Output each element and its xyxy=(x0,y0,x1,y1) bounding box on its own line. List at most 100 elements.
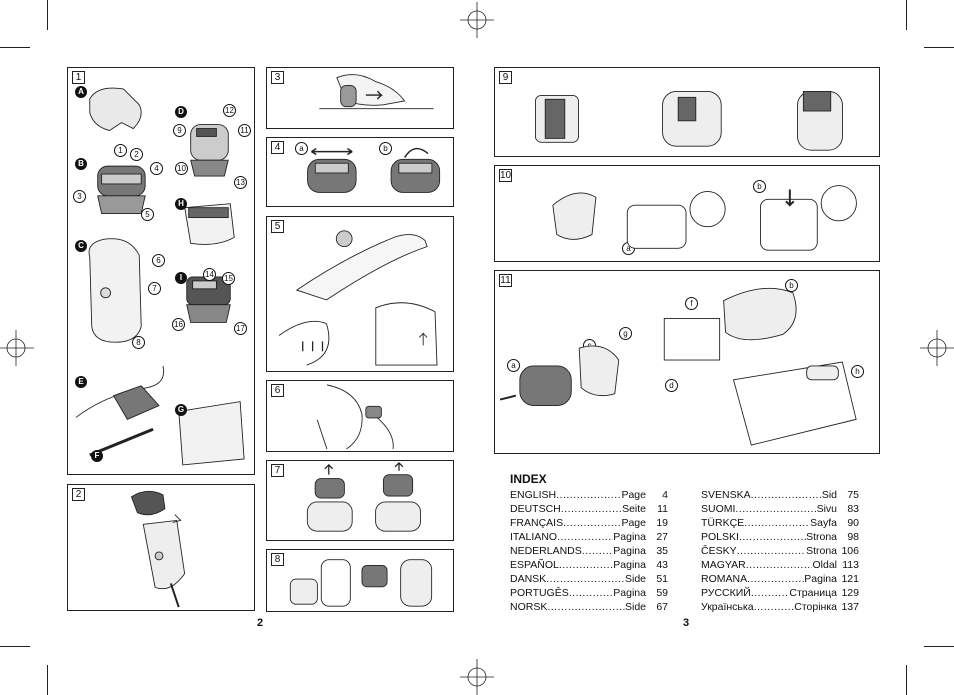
index-entry: ITALIANOPagina27 xyxy=(510,530,668,544)
index-page-word: Pagina xyxy=(613,559,646,571)
index-left-column: ENGLISHPage4DEUTSCHSeite11FRANÇAISPage19… xyxy=(510,488,668,614)
figure-10-panel: 10 a b xyxy=(494,165,880,262)
index-leader xyxy=(747,572,804,586)
index-language: ROMANA xyxy=(701,573,748,585)
page-number-right: 3 xyxy=(683,617,690,629)
callout-13: 13 xyxy=(234,176,247,189)
leg-epilation-illustration xyxy=(278,230,438,366)
index-entry: FRANÇAISPage19 xyxy=(510,516,668,530)
index-language: NORSK xyxy=(510,601,548,613)
figure-number: 5 xyxy=(271,220,284,233)
index-entry: УкраїнськаСторінка137 xyxy=(701,600,859,614)
index-leader xyxy=(739,530,806,544)
attach-head-illustration xyxy=(130,490,186,608)
index-language: MAGYAR xyxy=(701,559,746,571)
index-page-word: Seite xyxy=(622,503,646,515)
index-entry: PORTUGÊSPagina59 xyxy=(510,586,668,600)
index-page-word: Сторінка xyxy=(794,601,837,613)
label-c: C xyxy=(75,240,87,252)
label-b: B xyxy=(75,158,87,170)
hand-pressing-illustration xyxy=(319,74,434,110)
index-leader xyxy=(751,586,790,600)
index-language: SUOMI xyxy=(701,503,736,515)
index-page-word: Oldal xyxy=(812,559,837,571)
sub-label-b: b xyxy=(379,142,392,155)
callout-6: 6 xyxy=(152,254,165,267)
sub-label-b: b xyxy=(785,279,798,292)
index-page-number: 83 xyxy=(847,503,859,515)
page-number-left: 2 xyxy=(257,617,264,629)
index-page-word: Pagina xyxy=(613,531,646,543)
sub-label-g: g xyxy=(619,327,632,340)
figure-4-panel: 4 a b xyxy=(266,137,454,207)
callout-1: 1 xyxy=(114,144,127,157)
figure-8-panel: 8 xyxy=(266,549,454,612)
index-page-word: Strona xyxy=(806,545,837,557)
index-language: NEDERLANDS xyxy=(510,545,582,557)
callout-12: 12 xyxy=(223,104,236,117)
index-page-number: 11 xyxy=(657,503,668,515)
sub-label-a: a xyxy=(507,359,520,372)
index-entry: DEUTSCHSeite11 xyxy=(510,502,668,516)
index-page-number: 27 xyxy=(656,531,668,543)
index-page-number: 121 xyxy=(841,573,859,585)
index-entry: ČESKYStrona106 xyxy=(701,544,859,558)
index-page-number: 90 xyxy=(847,517,859,529)
index-leader xyxy=(546,572,625,586)
index-page-number: 19 xyxy=(656,517,668,529)
index-entry: SUOMISivu83 xyxy=(701,502,859,516)
figure-7-panel: 7 xyxy=(266,460,454,541)
index-entry: TÜRKÇESayfa90 xyxy=(701,516,859,530)
callout-16: 16 xyxy=(172,318,185,331)
callout-15: 15 xyxy=(222,272,235,285)
callout-2: 2 xyxy=(130,148,143,161)
index-entry: ROMANA Pagina 121 xyxy=(701,572,859,586)
index-leader xyxy=(547,600,625,614)
label-d: D xyxy=(175,106,187,118)
index-entry: DANSKSide51 xyxy=(510,572,668,586)
disassembly-illustration xyxy=(499,287,857,446)
index-entry: NEDERLANDSPagina35 xyxy=(510,544,668,558)
index-page-number: 129 xyxy=(841,587,859,599)
index-entry: ESPAÑOLPagina43 xyxy=(510,558,668,572)
figure-3-panel: 3 xyxy=(266,67,454,129)
callout-9: 9 xyxy=(173,124,186,137)
index-leader xyxy=(746,558,813,572)
index-leader xyxy=(557,530,613,544)
figure-number: 7 xyxy=(271,464,284,477)
index-page-number: 59 xyxy=(656,587,668,599)
index-page-word: Sid xyxy=(821,489,837,501)
index-page-number: 67 xyxy=(656,601,668,613)
index-page-number: 137 xyxy=(841,601,859,613)
index-leader xyxy=(569,586,614,600)
index-page-word: Page xyxy=(621,517,646,529)
callout-8: 8 xyxy=(132,336,145,349)
callout-7: 7 xyxy=(148,282,161,295)
index-leader xyxy=(563,516,621,530)
index-leader xyxy=(559,558,613,572)
label-a: A xyxy=(75,86,87,98)
figure-number: 3 xyxy=(271,71,284,84)
oiling-illustration xyxy=(535,91,843,151)
label-e: E xyxy=(75,376,87,388)
figure-number: 8 xyxy=(271,553,284,566)
figure-number: 10 xyxy=(499,169,512,182)
index-leader xyxy=(556,488,621,502)
figure-6-panel: 6 xyxy=(266,380,454,452)
index-page-word: Страница xyxy=(789,587,837,599)
index-entry: РУССКИЙСтраница129 xyxy=(701,586,859,600)
index-page-number: 98 xyxy=(847,531,859,543)
index-leader xyxy=(754,600,795,614)
index-leader xyxy=(751,488,822,502)
figure-9-panel: 9 xyxy=(494,67,880,157)
index-right-column: SVENSKASid75SUOMISivu83TÜRKÇESayfa90POLS… xyxy=(701,488,859,614)
callout-10: 10 xyxy=(175,162,188,175)
index-page-number: 113 xyxy=(842,559,859,571)
figure-1-panel: 1 A B C D E F G H I 1 2 3 4 5 xyxy=(67,67,255,475)
index-language: TÜRKÇE xyxy=(701,517,745,529)
index-language: POLSKI xyxy=(701,531,739,543)
label-g: G xyxy=(175,404,187,416)
index-page-word: Pagina xyxy=(804,573,837,585)
index-page-number: 106 xyxy=(841,545,859,557)
